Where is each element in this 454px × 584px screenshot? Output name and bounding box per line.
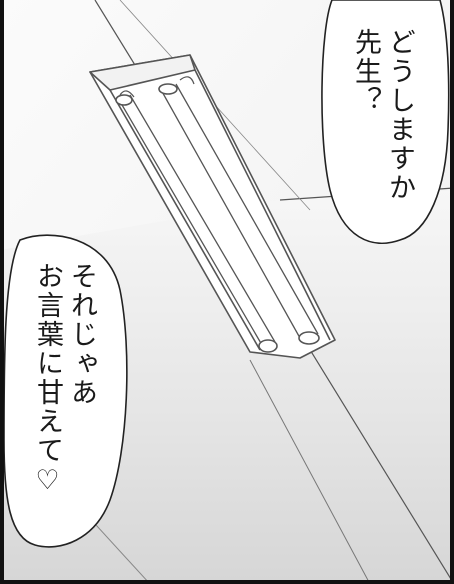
speech-right-line-2: 先生？: [350, 28, 381, 115]
floor-line: [249, 359, 371, 584]
speech-right-line-1: どうしますか: [384, 28, 415, 202]
speech-text-left: それじゃあ お言葉に甘えて♡: [30, 262, 98, 498]
speech-text-right: どうしますか 先生？: [348, 28, 416, 202]
speech-left-line-1: それじゃあ: [66, 262, 97, 407]
speech-bubble-right: [321, 0, 450, 244]
speech-bubble-left: [3, 234, 128, 548]
speech-left-line-2: お言葉に甘えて♡: [32, 262, 63, 498]
fluorescent-light-icon: [89, 54, 336, 359]
